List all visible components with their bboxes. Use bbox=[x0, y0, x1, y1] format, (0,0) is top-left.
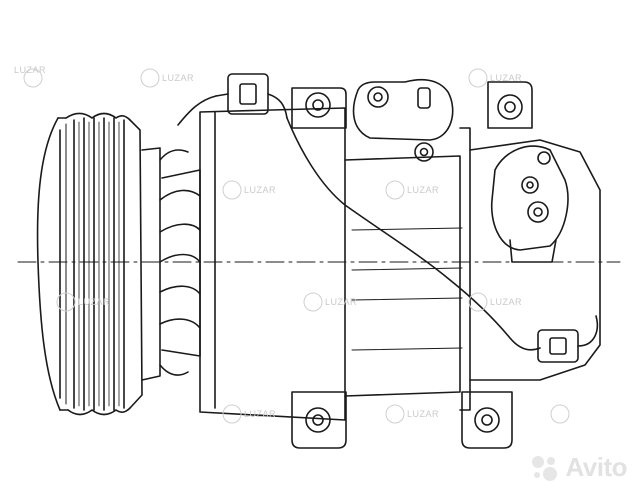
mount-ear-bottom-right bbox=[461, 391, 513, 449]
side-connector bbox=[537, 315, 599, 363]
watermark-logo-icon bbox=[56, 292, 76, 312]
avito-badge: Avito bbox=[529, 452, 627, 483]
watermark-logo-icon bbox=[140, 68, 160, 88]
watermark-layer bbox=[23, 68, 570, 424]
harness-wire bbox=[286, 117, 541, 351]
clutch-coil bbox=[141, 147, 201, 381]
top-connector bbox=[177, 73, 288, 126]
mount-ear-top-right bbox=[487, 81, 533, 129]
watermark-logo-icon bbox=[385, 180, 405, 200]
watermark-text: LUZAR bbox=[14, 65, 47, 75]
watermark-text: LUZAR bbox=[325, 297, 358, 307]
watermark-text: LUZAR bbox=[407, 185, 440, 195]
avito-dots-logo-icon bbox=[532, 455, 558, 481]
watermark-text: LUZAR bbox=[244, 185, 277, 195]
watermark-text: LUZAR bbox=[244, 409, 277, 419]
watermark-text: LUZAR bbox=[78, 297, 111, 307]
watermark-logo-icon bbox=[23, 68, 43, 88]
watermark-text: LUZAR bbox=[407, 409, 440, 419]
watermark-text: LUZAR bbox=[490, 297, 523, 307]
clutch-face bbox=[36, 117, 69, 411]
watermark-text: LUZAR bbox=[490, 73, 523, 83]
watermark-logo-icon bbox=[468, 292, 488, 312]
watermark-logo-icon bbox=[550, 404, 570, 424]
watermark-logo-icon bbox=[222, 180, 242, 200]
mount-ear-top-left bbox=[291, 87, 347, 129]
port-flange-side bbox=[490, 145, 569, 263]
mount-ear-bottom-left bbox=[291, 391, 347, 449]
watermark-logo-icon bbox=[303, 292, 323, 312]
compressor-body bbox=[199, 107, 601, 421]
avito-text: Avito bbox=[565, 452, 627, 482]
port-flange-top bbox=[352, 78, 454, 162]
watermark-logo-icon bbox=[222, 404, 242, 424]
pulley bbox=[65, 112, 143, 416]
watermark-logo-icon bbox=[468, 68, 488, 88]
watermark-logo-icon bbox=[385, 404, 405, 424]
watermark-text: LUZAR bbox=[162, 73, 195, 83]
